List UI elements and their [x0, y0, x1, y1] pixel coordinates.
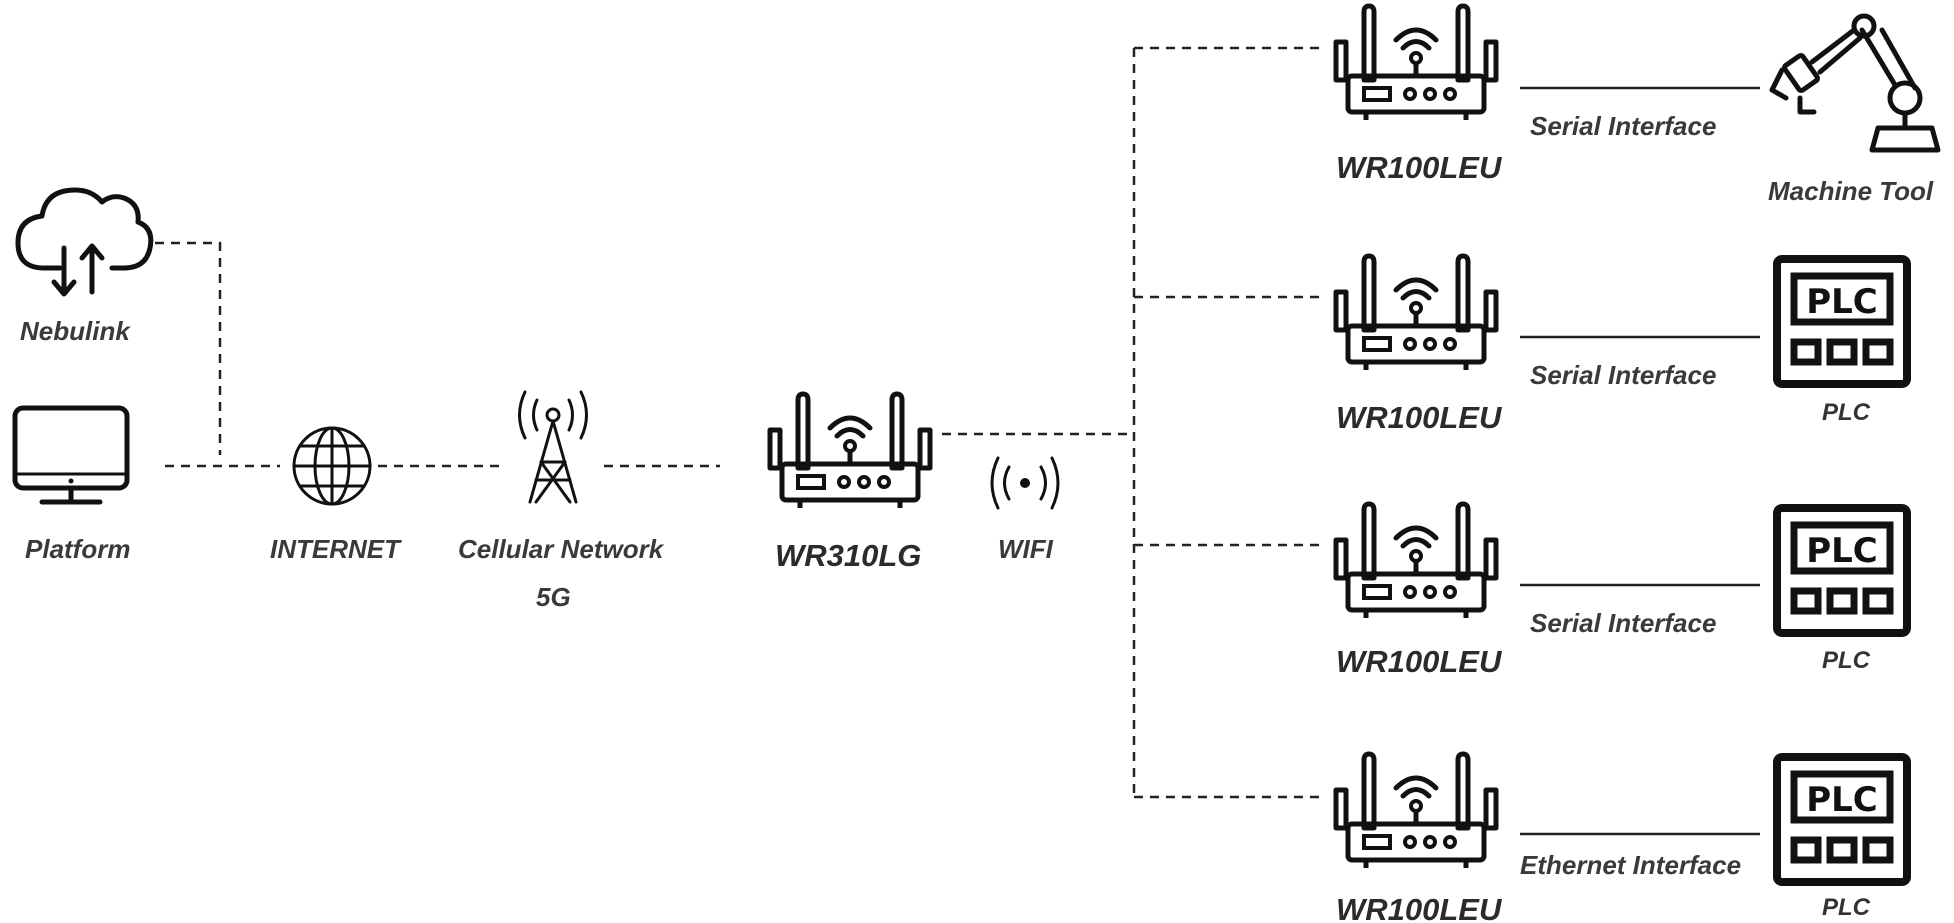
- wifi-node: WIFI: [990, 456, 1060, 564]
- branch-link-label: Serial Interface: [1530, 608, 1716, 638]
- cell-tower-icon: [518, 390, 588, 504]
- cellular-label: Cellular Network: [458, 534, 665, 564]
- branch-router-label: WR100LEU: [1336, 150, 1503, 185]
- monitor-icon: [12, 405, 130, 505]
- nebulink-node: Nebulink: [15, 187, 154, 346]
- branch-router-label: WR100LEU: [1336, 892, 1503, 923]
- branch-device-label: Machine Tool: [1768, 176, 1934, 206]
- branch-4: WR100LEU Ethernet Interface PLC PLC: [1336, 754, 1907, 923]
- branch-link-label: Ethernet Interface: [1520, 850, 1741, 880]
- branch-1: WR100LEU Serial Interface Machine Tool: [1336, 6, 1941, 206]
- branch-link-label: Serial Interface: [1530, 111, 1716, 141]
- cellular-5g-label: 5G: [536, 582, 571, 612]
- core-router-label: WR310LG: [775, 538, 921, 573]
- internet-node: INTERNET: [270, 426, 402, 564]
- router-icon: [1336, 6, 1496, 120]
- plc-icon-text: PLC: [1806, 282, 1878, 322]
- router-icon: [770, 394, 930, 508]
- plc-icon: PLC: [1777, 757, 1907, 882]
- branch-device-label: PLC: [1822, 647, 1871, 674]
- connection-lines: [155, 46, 1760, 836]
- wifi-signal-icon: [990, 456, 1060, 510]
- plc-icon: PLC: [1777, 508, 1907, 633]
- router-icon: [1336, 256, 1496, 370]
- globe-icon: [292, 426, 372, 506]
- branch-link-label: Serial Interface: [1530, 360, 1716, 390]
- cellular-node: Cellular Network 5G: [458, 390, 665, 612]
- core-router-node: WR310LG: [770, 394, 930, 573]
- router-icon: [1336, 504, 1496, 618]
- plc-icon-text: PLC: [1806, 780, 1878, 820]
- wifi-label: WIFI: [998, 534, 1054, 564]
- cloud-transfer-icon: [15, 187, 154, 297]
- branch-device-label: PLC: [1822, 894, 1871, 921]
- platform-node: Platform: [12, 405, 130, 564]
- internet-label: INTERNET: [270, 534, 402, 564]
- branch-2: WR100LEU Serial Interface PLC PLC: [1336, 256, 1907, 435]
- nebulink-link: [155, 241, 222, 455]
- robot-arm-icon: [1769, 13, 1941, 153]
- platform-label: Platform: [25, 534, 130, 564]
- plc-icon: PLC: [1777, 259, 1907, 384]
- branch-router-label: WR100LEU: [1336, 400, 1503, 435]
- branch-device-label: PLC: [1822, 399, 1871, 426]
- router-icon: [1336, 754, 1496, 868]
- nebulink-label: Nebulink: [20, 316, 131, 346]
- branch-router-label: WR100LEU: [1336, 644, 1503, 679]
- branch-3: WR100LEU Serial Interface PLC PLC: [1336, 504, 1907, 679]
- plc-icon-text: PLC: [1806, 531, 1878, 571]
